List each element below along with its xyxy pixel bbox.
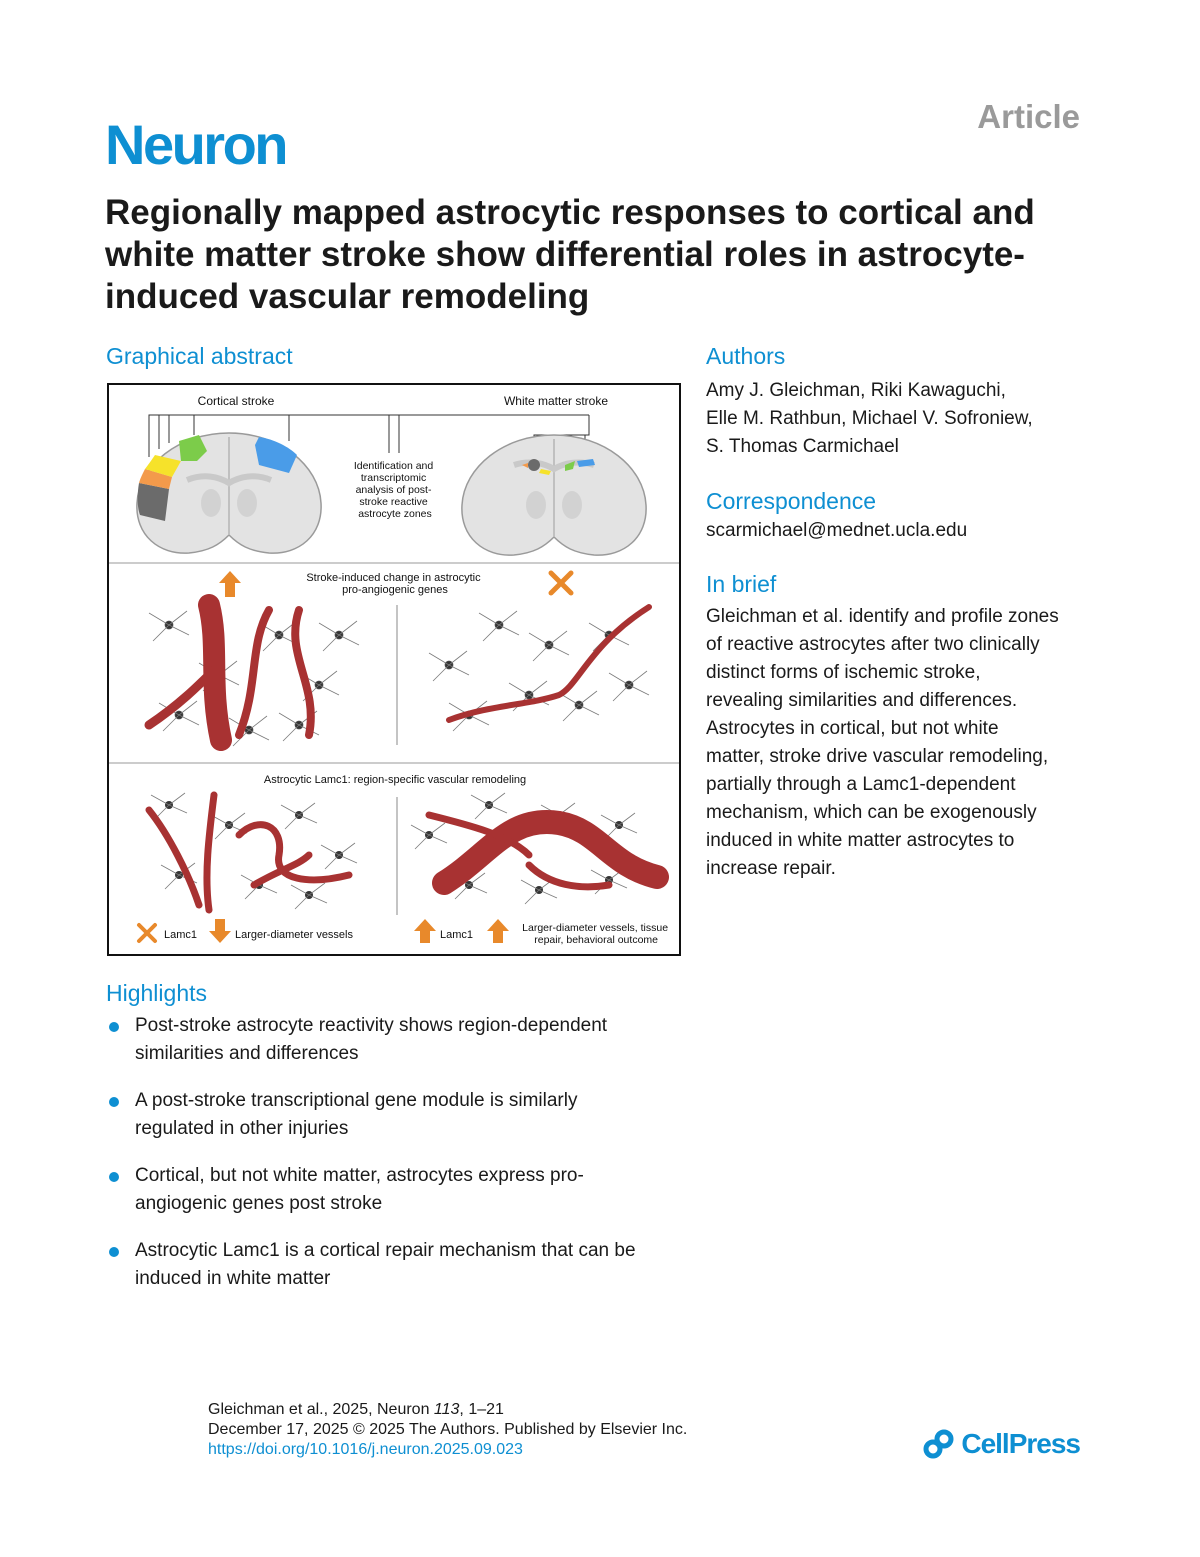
bullet-icon (109, 1097, 119, 1107)
zone-orange (139, 469, 172, 489)
center-label-line: astrocyte zones (358, 508, 432, 520)
x-mark-icon (137, 923, 157, 943)
zone-green (179, 435, 207, 461)
correspondence-email[interactable]: scarmichael@mednet.ucla.edu (706, 520, 968, 541)
svg-text:Identification and trans: Identification and transcriptomic analys… (354, 460, 436, 520)
vessels-lamc1-right (425, 809, 669, 895)
middle-label-line: pro-angiogenic genes (342, 584, 448, 596)
up-arrow-icon (219, 571, 241, 597)
center-label-line: stroke reactive (359, 496, 427, 508)
journal-logo: Neuron (105, 113, 289, 176)
vessels-white-matter (446, 604, 652, 723)
author-line: S. Thomas Carmichael (706, 436, 899, 457)
author-line: Amy J. Gleichman, Riki Kawaguchi, (706, 380, 1006, 401)
middle-label-line: Stroke-induced change in astrocytic (306, 572, 481, 584)
highlights-list: Post-stroke astrocyte reactivity shows r… (107, 1012, 707, 1312)
graphical-abstract-figure: Cortical stroke White matter stroke Iden… (107, 383, 681, 956)
legend-outcome-line: repair, behavioral outcome (534, 934, 658, 946)
article-title: Regionally mapped astrocytic responses t… (105, 193, 1035, 316)
article-type-label: Article (977, 98, 1080, 135)
zone-gray (137, 483, 169, 521)
legend-outcome-line: Larger-diameter vessels, tissue (522, 922, 668, 934)
citation-line: Gleichman et al., 2025, Neuron 113, 1–21 (208, 1401, 504, 1418)
doi-link[interactable]: https://doi.org/10.1016/j.neuron.2025.09… (208, 1441, 523, 1458)
center-label-line: Identification and (354, 460, 434, 472)
bullet-icon (109, 1022, 119, 1032)
vessels-lamc1-left (145, 791, 353, 914)
highlight-item: Cortical, but not white matter, astrocyt… (107, 1162, 707, 1218)
x-mark-icon (548, 570, 574, 596)
legend-lamc1-left: Lamc1 (164, 929, 197, 941)
white-matter-brain-section (461, 434, 647, 556)
authors-list: Amy J. Gleichman, Riki Kawaguchi, Elle M… (706, 377, 1086, 461)
correspondence-heading: Correspondence (706, 488, 877, 514)
cellpress-mark-icon (923, 1429, 954, 1459)
in-brief-text: Gleichman et al. identify and profile zo… (706, 606, 1059, 879)
highlight-item: A post-stroke transcriptional gene modul… (107, 1087, 707, 1143)
highlights-heading: Highlights (106, 980, 207, 1006)
down-arrow-icon (209, 919, 231, 943)
cortical-stroke-label: Cortical stroke (198, 394, 275, 408)
bullet-icon (109, 1247, 119, 1257)
svg-text:Stroke-induced change in astro: Stroke-induced change in astrocytic pro-… (306, 572, 483, 596)
up-arrow-icon (487, 919, 509, 943)
highlight-item: Astrocytic Lamc1 is a cortical repair me… (107, 1237, 707, 1293)
publication-date-line: December 17, 2025 © 2025 The Authors. Pu… (208, 1421, 688, 1438)
zone-blue (255, 437, 297, 473)
vessels-cortical (144, 594, 315, 751)
zone-yellow (145, 455, 181, 477)
legend-larger-vessels-left: Larger-diameter vessels (235, 929, 353, 941)
lamc1-panel-label: Astrocytic Lamc1: region-specific vascul… (264, 774, 526, 786)
cortical-brain-section (136, 432, 322, 554)
white-matter-stroke-label: White matter stroke (504, 394, 608, 408)
in-brief-heading: In brief (706, 571, 777, 597)
highlight-item: Post-stroke astrocyte reactivity shows r… (107, 1012, 707, 1068)
astrocyte-cluster-white-matter (444, 620, 634, 720)
author-line: Elle M. Rathbun, Michael V. Sofroniew, (706, 408, 1033, 429)
legend-lamc1-right: Lamc1 (440, 929, 473, 941)
up-arrow-icon (414, 919, 436, 943)
svg-text:Larger-diameter vessels, tissu: Larger-diameter vessels, tissue repair, … (522, 922, 671, 946)
center-label-line: analysis of post- (356, 484, 432, 496)
citation-footer: Gleichman et al., 2025, Neuron 113, 1–21… (208, 1400, 687, 1460)
authors-heading: Authors (706, 343, 786, 369)
graphical-abstract-heading: Graphical abstract (106, 343, 293, 369)
bullet-icon (109, 1172, 119, 1182)
center-label-line: transcriptomic (361, 472, 426, 484)
cellpress-wordmark: CellPress (961, 1428, 1081, 1459)
cellpress-logo: CellPress (923, 1428, 1081, 1460)
